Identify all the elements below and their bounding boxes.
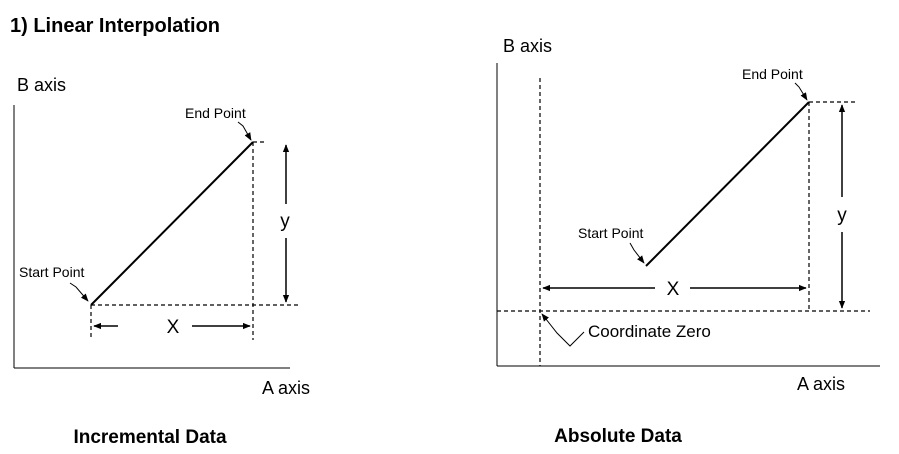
incremental-x-label: X	[167, 317, 180, 338]
incremental-caption: Incremental Data	[73, 427, 227, 448]
incremental-a-axis-label: A axis	[262, 378, 310, 398]
absolute-panel: B axis A axis X y Start Point End Point …	[496, 36, 880, 447]
absolute-start-point-label: Start Point	[578, 225, 643, 241]
absolute-interpolation-path	[645, 101, 810, 267]
absolute-end-point-label: End Point	[742, 66, 803, 82]
absolute-x-label: X	[667, 279, 680, 300]
page-title: 1) Linear Interpolation	[10, 15, 220, 37]
absolute-end-point-leader	[794, 82, 808, 101]
incremental-start-point-label: Start Point	[19, 264, 84, 280]
absolute-caption: Absolute Data	[554, 426, 682, 447]
incremental-interpolation-path	[90, 141, 254, 306]
incremental-panel: B axis A axis X y Start Point End Point …	[13, 75, 310, 448]
absolute-zero-label: Coordinate Zero	[588, 322, 711, 341]
incremental-end-point-label: End Point	[185, 105, 246, 121]
incremental-start-point-leader	[69, 282, 89, 302]
incremental-y-label: y	[280, 211, 290, 232]
absolute-y-label: y	[837, 205, 847, 226]
absolute-zero-leader	[541, 313, 585, 347]
absolute-start-point-leader	[629, 242, 645, 264]
absolute-a-axis-label: A axis	[797, 374, 845, 394]
incremental-end-point-leader	[237, 121, 252, 141]
incremental-b-axis-label: B axis	[17, 75, 66, 95]
absolute-b-axis-label: B axis	[503, 36, 552, 56]
